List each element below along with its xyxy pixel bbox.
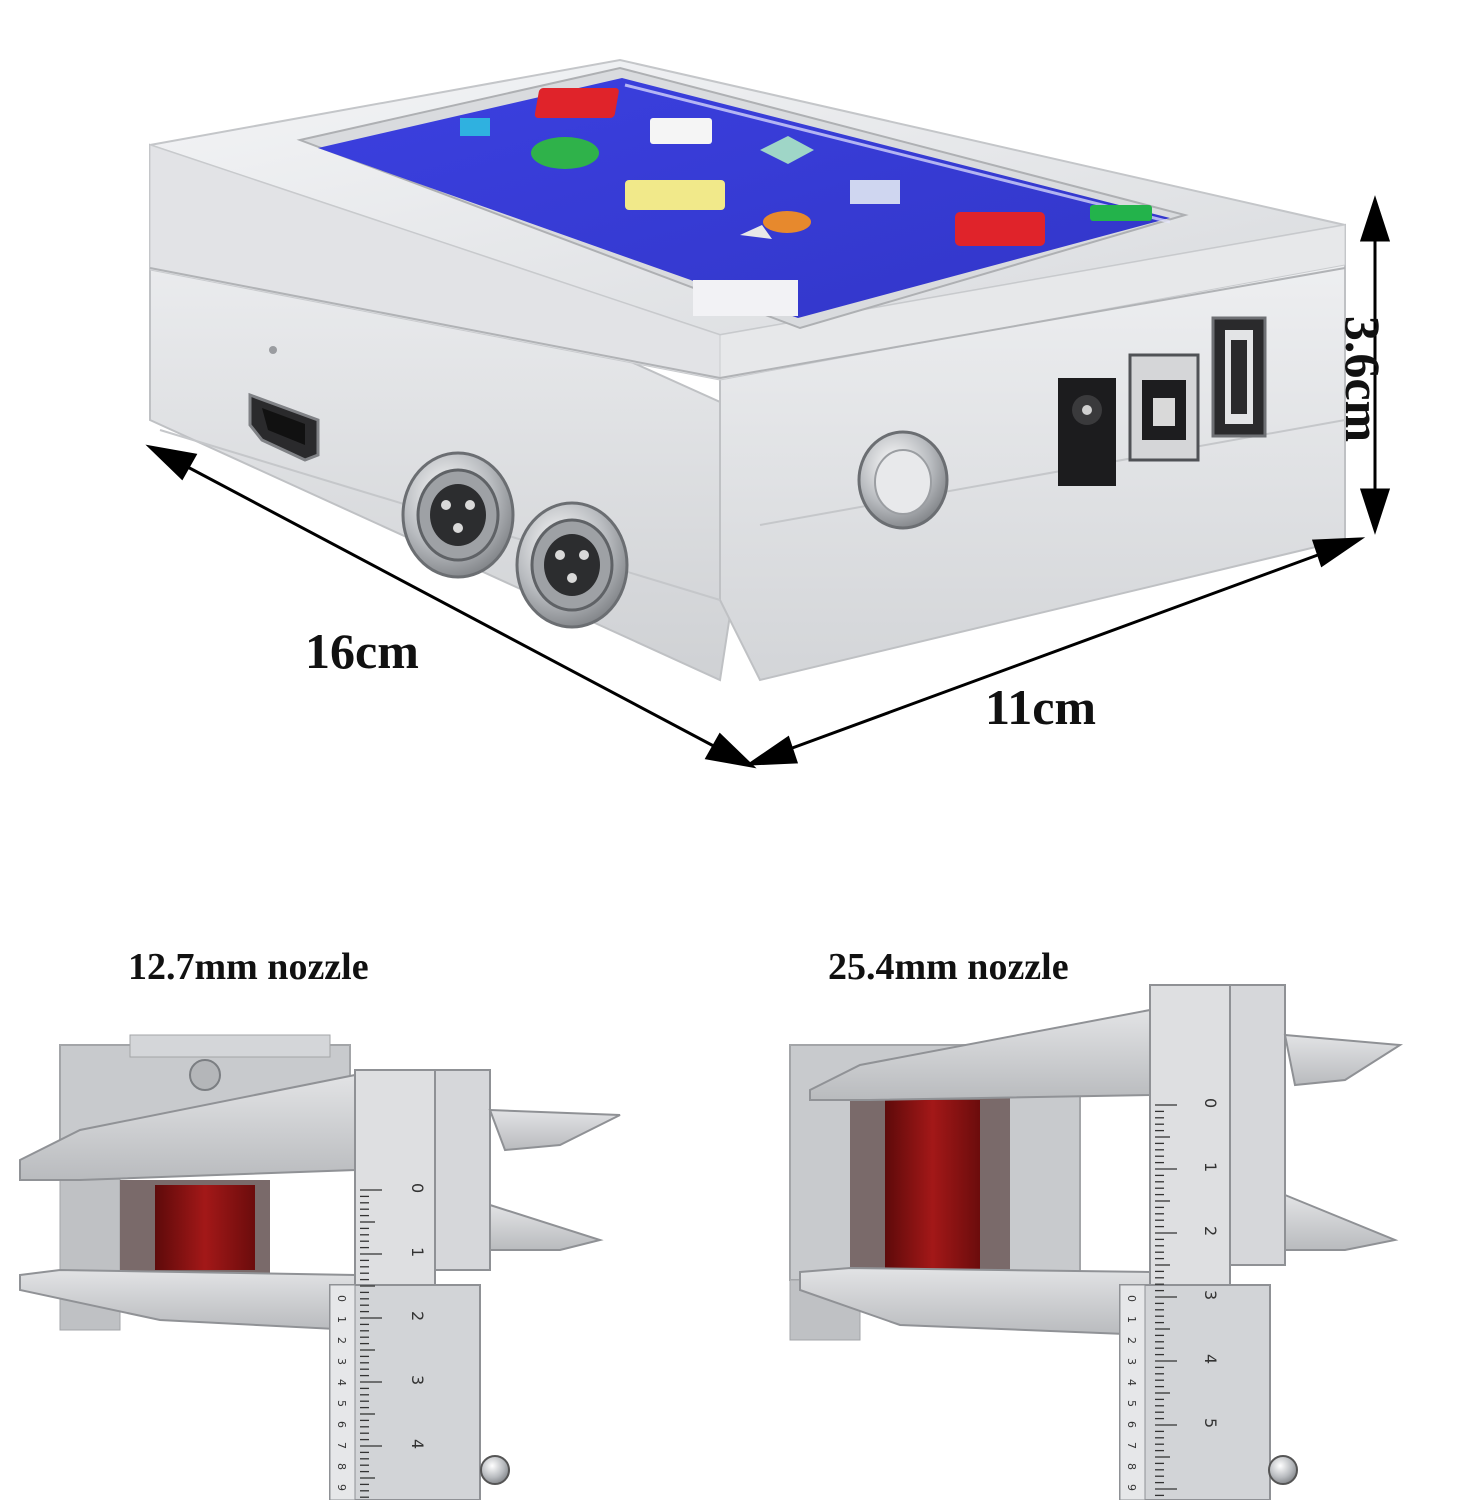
scale-number: 4 xyxy=(1201,1354,1220,1364)
dimension-arrows xyxy=(145,195,1391,769)
scale-number: 2 xyxy=(1201,1226,1220,1236)
scale-number: 0 xyxy=(1125,1295,1138,1302)
nozzle-label-12-7mm: 12.7mm nozzle xyxy=(128,946,369,988)
app-icon-nozzle xyxy=(740,225,772,239)
scale-number: 3 xyxy=(1125,1358,1138,1365)
scale-number: 3 xyxy=(408,1375,427,1385)
thumb-screw-icon-2 xyxy=(1268,1455,1298,1485)
nozzle-red-12-7mm xyxy=(155,1185,255,1270)
top-bevel-right xyxy=(719,224,1346,381)
scale-number: 9 xyxy=(1125,1484,1138,1491)
nozzle-red-25-4mm xyxy=(885,1100,980,1270)
scale-number: 2 xyxy=(335,1337,348,1344)
aviation-connector-icon-2 xyxy=(515,501,629,629)
app-icon-calendar xyxy=(650,118,712,144)
scale-number: 0 xyxy=(335,1295,348,1302)
length-arrow-head-end xyxy=(704,732,757,769)
app-icon-notes xyxy=(625,180,725,210)
scale-number: 5 xyxy=(1201,1418,1220,1428)
app-icon-red xyxy=(534,88,619,118)
screen-app-icons xyxy=(460,88,1152,316)
scale-number: 2 xyxy=(408,1311,427,1321)
scale-number: 9 xyxy=(335,1484,348,1491)
scale-number: 3 xyxy=(1201,1290,1220,1300)
app-icon-orange xyxy=(763,211,811,233)
scale-number: 0 xyxy=(1201,1098,1220,1108)
scale-number: 3 xyxy=(335,1358,348,1365)
scale-number: 4 xyxy=(408,1439,427,1449)
usb-a-port-icon xyxy=(1211,316,1267,438)
aviation-connector-icon xyxy=(401,451,515,579)
scale-number: 7 xyxy=(1125,1442,1138,1449)
length-arrow-line xyxy=(164,453,741,762)
scale-number: 6 xyxy=(1125,1421,1138,1428)
indicator-hole xyxy=(269,346,277,354)
app-icon-green xyxy=(531,137,599,169)
scale-number: 8 xyxy=(335,1463,348,1470)
vernier-scale-numbers-2: 0 1 2 3 4 5 6 7 8 9 xyxy=(1125,1295,1138,1491)
length-arrow-head-start xyxy=(145,444,198,481)
height-arrow-head-bottom xyxy=(1359,488,1391,535)
app-icon-blue xyxy=(460,118,490,136)
scale-number: 4 xyxy=(335,1379,348,1386)
width-arrow-line xyxy=(764,543,1346,760)
main-scale-numbers-2: 0 1 2 3 4 5 xyxy=(1201,1098,1220,1428)
usb-b-port-icon xyxy=(1128,353,1200,462)
main-scale-numbers: 0 1 2 3 4 xyxy=(408,1183,427,1449)
app-icon-red-2 xyxy=(955,212,1045,246)
scale-number: 8 xyxy=(1125,1463,1138,1470)
scale-number: 6 xyxy=(335,1421,348,1428)
scale-number: 5 xyxy=(335,1400,348,1407)
width-label: 11cm xyxy=(985,679,1097,735)
scale-number: 7 xyxy=(335,1442,348,1449)
screw-icon xyxy=(189,1059,221,1091)
screen-button xyxy=(693,280,798,316)
caliper-12-7mm xyxy=(19,1034,621,1500)
hdmi-port-icon xyxy=(248,392,320,462)
height-label: 3.6cm xyxy=(1335,315,1392,443)
width-arrow-head-end xyxy=(1311,537,1366,568)
vernier-scale-numbers: 0 1 2 3 4 5 6 7 8 9 xyxy=(335,1295,348,1491)
length-label: 16cm xyxy=(305,623,419,679)
scale-number: 5 xyxy=(1125,1400,1138,1407)
nozzle-label-25-4mm: 25.4mm nozzle xyxy=(828,946,1069,988)
scale-number: 1 xyxy=(1201,1162,1220,1172)
power-button-icon xyxy=(857,430,949,530)
dc-jack-icon xyxy=(1058,378,1116,486)
app-icon-home xyxy=(760,136,814,164)
scale-number: 4 xyxy=(1125,1379,1138,1386)
width-arrow-head-start xyxy=(744,735,799,766)
scale-number: 2 xyxy=(1125,1337,1138,1344)
status-indicator xyxy=(1090,205,1152,221)
app-icon-grid xyxy=(850,180,900,204)
scale-number: 1 xyxy=(408,1247,427,1257)
thumb-screw-icon xyxy=(480,1455,510,1485)
scale-number: 1 xyxy=(1125,1316,1138,1323)
touch-screen xyxy=(318,78,1170,318)
height-arrow-head-top xyxy=(1359,195,1391,242)
scale-number: 1 xyxy=(335,1316,348,1323)
caliper-25-4mm xyxy=(789,984,1404,1500)
controller-device xyxy=(149,58,1346,682)
scale-number: 0 xyxy=(408,1183,427,1193)
